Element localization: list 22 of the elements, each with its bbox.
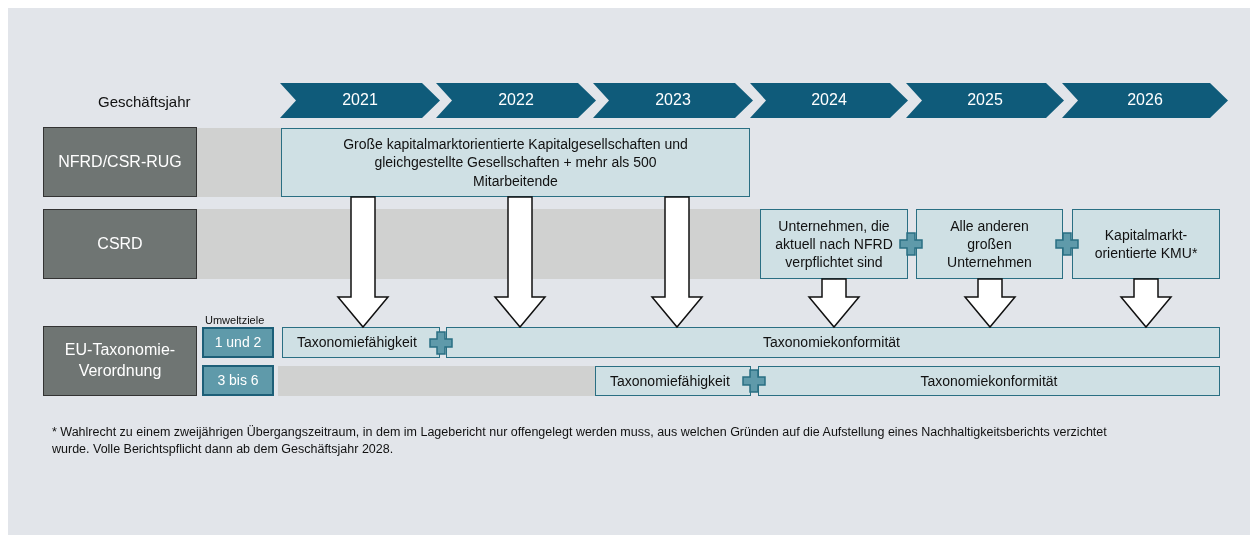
axis-title: Geschäftsjahr xyxy=(98,92,191,112)
block-arrow xyxy=(650,196,704,329)
timeline-bar: Kapitalmarkt-orientierte KMU* xyxy=(1072,209,1220,279)
block-arrow xyxy=(963,278,1017,329)
footnote: * Wahlrecht zu einem zweijährigen Übergangszeitraum, in dem im Lagebericht nur offengelegt werden muss, aus welchen Gründen auf die Aufstellung eines Nachhaltigkeitsberichts verzichtet wurde. Volle Berichtspflicht dann ab dem Geschäftsjahr 2028. xyxy=(52,424,1108,458)
goal-box: 1 und 2 xyxy=(202,327,274,358)
timeline-bar: Taxonomiekonformität xyxy=(758,366,1220,396)
column-heading: Umweltziele xyxy=(205,313,265,328)
block-arrow xyxy=(336,196,390,329)
block-arrow xyxy=(807,278,861,329)
timeline-bar: Alle anderen großen Unternehmen xyxy=(916,209,1063,279)
regulation-label-box: CSRD xyxy=(43,209,197,279)
timeline-bar: Große kapitalmarktorientierte Kapitalgesellschaften und gleichgestellte Gesellschaften + mehr als 500 Mitarbeitende xyxy=(281,128,750,197)
regulation-label-box: EU-Taxonomie-Verordnung xyxy=(43,326,197,396)
timeline-bar: Taxonomiefähigkeit xyxy=(282,327,440,358)
timeline-bar: Taxonomiefähigkeit xyxy=(595,366,751,396)
block-arrow xyxy=(1119,278,1173,329)
timeline-bar: Taxonomiekonformität xyxy=(446,327,1220,358)
regulation-label-box: NFRD/CSR-RUG xyxy=(43,127,197,197)
block-arrow xyxy=(493,196,547,329)
goal-box: 3 bis 6 xyxy=(202,365,274,396)
timeline-bar: Unternehmen, die aktuell nach NFRD verpflichtet sind xyxy=(760,209,908,279)
